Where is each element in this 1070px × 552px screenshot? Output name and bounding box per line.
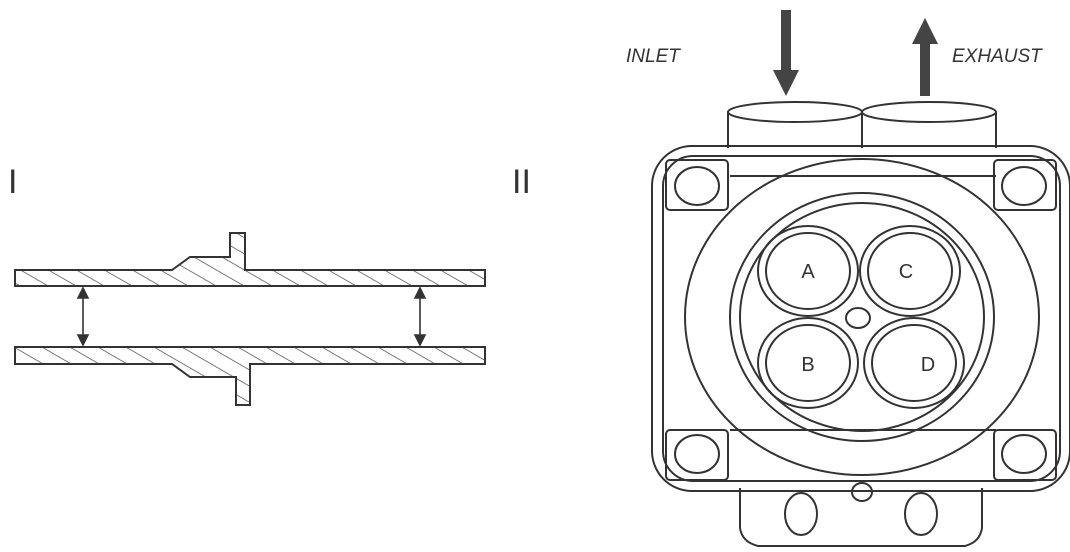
valve-b [757,317,859,409]
lower-pipe-wall [14,346,486,406]
panel-2-label: II [512,163,531,201]
chamber-mid-ring [729,192,995,442]
diameter-arrows [76,286,427,347]
head-inner-body [662,155,1061,482]
valve-a-label: A [801,261,815,283]
upper-pipe-wall [14,232,486,287]
valve-b-label: B [801,354,814,376]
valve-d [863,317,965,409]
valve-d-label: D [921,354,935,376]
corner-bolts [665,159,1057,481]
exhaust-arrow [912,18,938,96]
valve-c [859,225,961,317]
inlet-label: INLET [626,46,681,67]
mounting-lug [739,488,983,547]
inlet-port-opening [727,101,863,123]
exhaust-port-opening [861,101,997,123]
panel-1-label: I [8,163,17,201]
exhaust-label: EXHAUST [952,46,1043,67]
inlet-arrow [773,10,799,96]
chamber-outer-ring [684,158,1040,476]
exhaust-port-tube [861,112,997,148]
chamber-inner-ring [739,202,985,432]
pipe-joint-cross-section [14,232,486,406]
spark-plug-hole [845,307,871,329]
valve-a [757,225,859,317]
head-outer-body [651,145,1070,492]
valve-c-label: C [899,261,913,283]
cylinder-head [651,101,1070,547]
